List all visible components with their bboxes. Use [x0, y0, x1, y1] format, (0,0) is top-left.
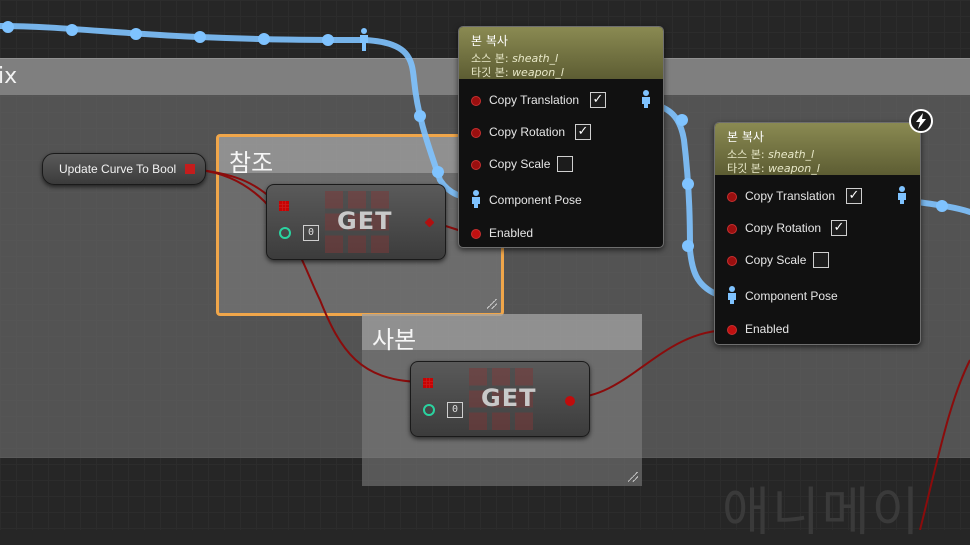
- graph-watermark: 애니메이: [722, 483, 922, 543]
- comment-title-reference: 참조: [229, 149, 274, 177]
- array-input-pin[interactable]: [423, 378, 433, 388]
- row-component-pose: Component Pose: [459, 190, 663, 211]
- resize-handle[interactable]: [487, 299, 497, 309]
- row-copy-translation: Copy Translation ✓: [715, 186, 920, 207]
- comment-title-copy: 사본: [372, 326, 417, 354]
- get-label: GET: [481, 384, 537, 412]
- lightning-icon: [909, 109, 933, 133]
- array-output-pin[interactable]: [185, 164, 195, 174]
- row-enabled: Enabled: [459, 224, 663, 244]
- copy-scale-checkbox[interactable]: [557, 156, 573, 172]
- copy-scale-pin[interactable]: [727, 256, 737, 266]
- row-copy-scale: Copy Scale: [715, 251, 920, 271]
- copy-translation-pin[interactable]: [471, 96, 481, 106]
- person-icon[interactable]: [471, 190, 481, 208]
- node-title: 본 복사: [727, 130, 764, 144]
- copy-rotation-checkbox[interactable]: ✓: [575, 124, 591, 140]
- enabled-pin[interactable]: [471, 229, 481, 239]
- comment-band-title: ix: [0, 64, 18, 89]
- node-title: 본 복사: [471, 34, 508, 48]
- copy-scale-pin[interactable]: [471, 160, 481, 170]
- row-enabled: Enabled: [715, 320, 920, 340]
- copy-rotation-checkbox[interactable]: ✓: [831, 220, 847, 236]
- array-input-pin[interactable]: [279, 201, 289, 211]
- person-icon[interactable]: [897, 186, 907, 204]
- get-label: GET: [337, 207, 393, 235]
- copy-bone-node-1[interactable]: 본 복사 소스 본: sheath_l 타깃 본: weapon_l Copy …: [458, 26, 664, 248]
- copy-translation-checkbox[interactable]: ✓: [846, 188, 862, 204]
- copy-rotation-pin[interactable]: [471, 128, 481, 138]
- source-bone: 소스 본: sheath_l: [471, 52, 559, 65]
- copy-translation-pin[interactable]: [727, 192, 737, 202]
- get-node-copy[interactable]: GET 0: [410, 361, 590, 437]
- source-bone: 소스 본: sheath_l: [727, 148, 815, 161]
- row-copy-translation: Copy Translation ✓: [459, 90, 663, 111]
- copy-rotation-pin[interactable]: [727, 224, 737, 234]
- enabled-pin[interactable]: [727, 325, 737, 335]
- copy-translation-checkbox[interactable]: ✓: [590, 92, 606, 108]
- variable-node-update-curve-to-bool[interactable]: Update Curve To Bool: [42, 153, 206, 185]
- index-field[interactable]: 0: [303, 225, 319, 241]
- person-icon: [360, 28, 368, 51]
- resize-handle[interactable]: [628, 472, 638, 482]
- index-input-pin[interactable]: [279, 227, 291, 239]
- variable-label: Update Curve To Bool: [59, 162, 177, 176]
- copy-scale-checkbox[interactable]: [813, 252, 829, 268]
- get-node-reference[interactable]: GET 0: [266, 184, 446, 260]
- person-icon[interactable]: [641, 90, 651, 108]
- target-bone: 타깃 본: weapon_l: [727, 162, 820, 175]
- target-bone: 타깃 본: weapon_l: [471, 66, 564, 79]
- index-input-pin[interactable]: [423, 404, 435, 416]
- row-component-pose: Component Pose: [715, 286, 920, 307]
- index-field[interactable]: 0: [447, 402, 463, 418]
- person-icon[interactable]: [727, 286, 737, 304]
- output-pin[interactable]: [424, 217, 435, 228]
- row-copy-scale: Copy Scale: [459, 155, 663, 175]
- row-copy-rotation: Copy Rotation ✓: [459, 123, 663, 143]
- copy-bone-node-2[interactable]: 본 복사 소스 본: sheath_l 타깃 본: weapon_l Copy …: [714, 122, 921, 345]
- output-pin[interactable]: [565, 396, 575, 406]
- row-copy-rotation: Copy Rotation ✓: [715, 219, 920, 239]
